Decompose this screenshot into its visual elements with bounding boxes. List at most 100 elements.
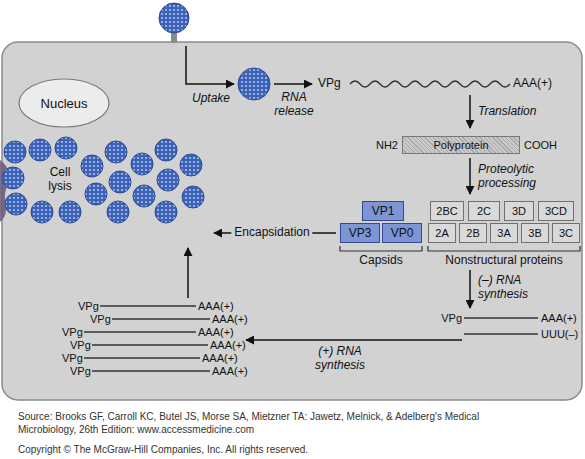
event-label: Cell lysis <box>42 166 78 194</box>
rna-strand <box>350 81 510 87</box>
capsid-protein-box: VP3 <box>340 223 380 243</box>
rna-strand <box>84 331 196 332</box>
protein-box: 2B <box>459 223 487 243</box>
rna-label: AAA(+) <box>198 326 234 339</box>
rna-strand <box>84 357 200 358</box>
node-label: VP1 <box>372 204 395 218</box>
process-label: Proteolytic processing <box>478 163 550 191</box>
nucleus-ellipse: Nucleus <box>18 78 110 128</box>
virus-particle <box>180 154 202 176</box>
rna-label: VPg <box>70 339 91 352</box>
process-label: Uptake <box>192 92 230 106</box>
virus-particle <box>155 139 177 161</box>
rna-label: UUU(–) <box>541 328 578 341</box>
node-label: 2C <box>477 205 491 217</box>
node-label: 3B <box>528 227 541 239</box>
process-label: (–) RNA synthesis <box>478 274 542 302</box>
virus-particle <box>155 201 177 223</box>
protein-box: 2C <box>468 201 500 221</box>
node-label: Polyprotein <box>433 139 488 151</box>
processing-arrow <box>469 158 471 194</box>
minus-synthesis-arrow <box>469 270 471 308</box>
virus-particle <box>55 137 77 159</box>
rna-label: VPg <box>318 77 341 91</box>
group-label: Nonstructural proteins <box>445 254 562 268</box>
node-label: 3CD <box>545 205 567 217</box>
rna-label: AAA(+) <box>212 313 248 326</box>
plus-synthesis-arrow <box>246 339 462 341</box>
node-label: 2B <box>466 227 479 239</box>
virus-particle <box>238 68 270 100</box>
rna-label: VPg <box>62 352 83 365</box>
polyprotein-bar: Polyprotein <box>402 136 520 154</box>
rna-label: AAA(+) <box>541 312 577 325</box>
virus-particle <box>31 201 53 223</box>
virus-particle <box>107 201 129 223</box>
rna-strand <box>464 317 538 318</box>
node-label: 2BC <box>436 205 457 217</box>
rna-label: AAA(+) <box>513 77 552 91</box>
group-bracket <box>428 246 580 251</box>
virus-particle <box>81 155 103 177</box>
rna-label: AAA(+) <box>210 339 246 352</box>
cell-body <box>2 42 582 400</box>
virus-particle <box>85 183 107 205</box>
capsid-protein-box: VP1 <box>362 201 404 221</box>
rna-strand <box>100 305 196 306</box>
translation-arrow <box>469 95 471 128</box>
rna-label: VPg <box>441 312 462 325</box>
source-caption: Source: Brooks GF, Carroll KC, Butel JS,… <box>18 410 480 436</box>
copyright-note: Copyright © The McGraw-Hill Companies, I… <box>18 443 308 456</box>
node-label: 2A <box>435 227 448 239</box>
rna-label: VPg <box>62 326 83 339</box>
protein-box: 3A <box>490 223 518 243</box>
protein-box: 3CD <box>538 201 574 221</box>
rna-label: VPg <box>78 300 99 313</box>
node-label: Nucleus <box>41 96 88 111</box>
virus-particle <box>133 185 155 207</box>
rna-release-arrow <box>274 83 312 85</box>
node-label: 3A <box>497 227 510 239</box>
node-label: VP3 <box>349 226 372 240</box>
virus-particle <box>29 139 51 161</box>
protein-box: 2BC <box>430 201 464 221</box>
group-bracket <box>340 246 422 251</box>
virus-particle <box>4 141 26 163</box>
rna-label: VPg <box>70 365 91 378</box>
terminus-label: NH2 <box>376 139 398 152</box>
node-label: 3D <box>512 205 526 217</box>
capsid-protein-box: VP0 <box>382 223 422 243</box>
protein-box: 3D <box>504 201 534 221</box>
virus-particle <box>105 141 127 163</box>
virus-particle <box>159 3 189 33</box>
protein-box: 3B <box>521 223 549 243</box>
process-label: (+) RNA synthesis <box>308 345 372 373</box>
rna-label: VPg <box>90 313 111 326</box>
rna-strand <box>464 333 538 334</box>
protein-box: 3C <box>552 223 580 243</box>
virus-particle <box>2 167 24 189</box>
process-label: RNA release <box>271 91 317 119</box>
terminus-label: COOH <box>524 139 557 152</box>
release-arrow <box>187 248 189 298</box>
virus-particle <box>5 193 27 215</box>
node-label: VP0 <box>391 226 414 240</box>
virus-particle <box>182 186 204 208</box>
rna-strand <box>92 344 208 345</box>
node-label: 3C <box>559 227 573 239</box>
rna-label: AAA(+) <box>212 365 248 378</box>
rna-strand <box>112 318 210 319</box>
group-label: Capsids <box>359 254 402 268</box>
uptake-arrow <box>186 46 234 84</box>
virus-particle <box>157 169 179 191</box>
rna-label: AAA(+) <box>202 352 238 365</box>
virus-particle <box>109 171 131 193</box>
rna-label: AAA(+) <box>198 300 234 313</box>
virus-particle <box>59 201 81 223</box>
virus-particle <box>131 153 153 175</box>
process-label: Translation <box>478 105 536 119</box>
rna-strand <box>92 370 210 371</box>
process-label: Encapsidation <box>231 226 312 240</box>
nucleus-shape <box>19 79 109 127</box>
